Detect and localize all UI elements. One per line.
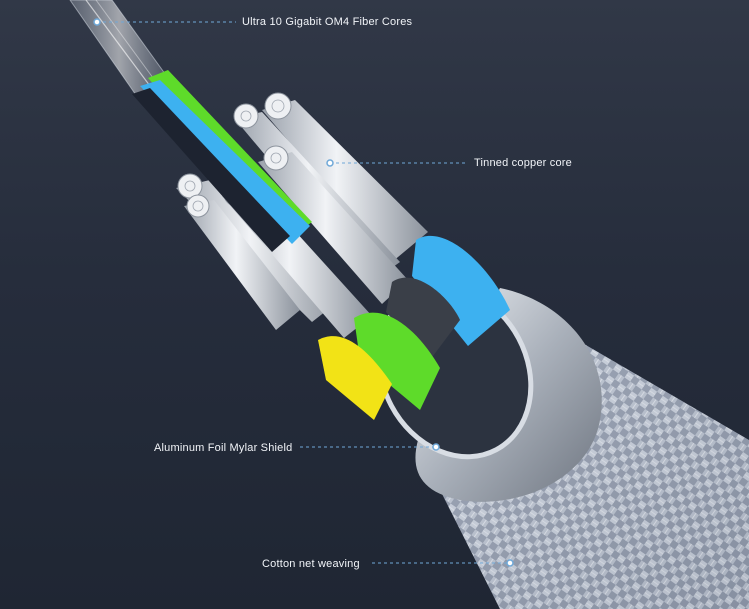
tinned-copper-strands xyxy=(176,92,428,338)
cotton-weaving-label: Cotton net weaving xyxy=(262,558,360,570)
fiber-cores-label: Ultra 10 Gigabit OM4 Fiber Cores xyxy=(242,16,413,28)
colored-cores xyxy=(132,70,510,420)
leader-dots xyxy=(93,18,514,567)
leader-lines xyxy=(97,21,510,564)
foil-shield-label: Aluminum Foil Mylar Shield xyxy=(154,442,293,454)
copper-core-label: Tinned copper core xyxy=(474,157,572,169)
